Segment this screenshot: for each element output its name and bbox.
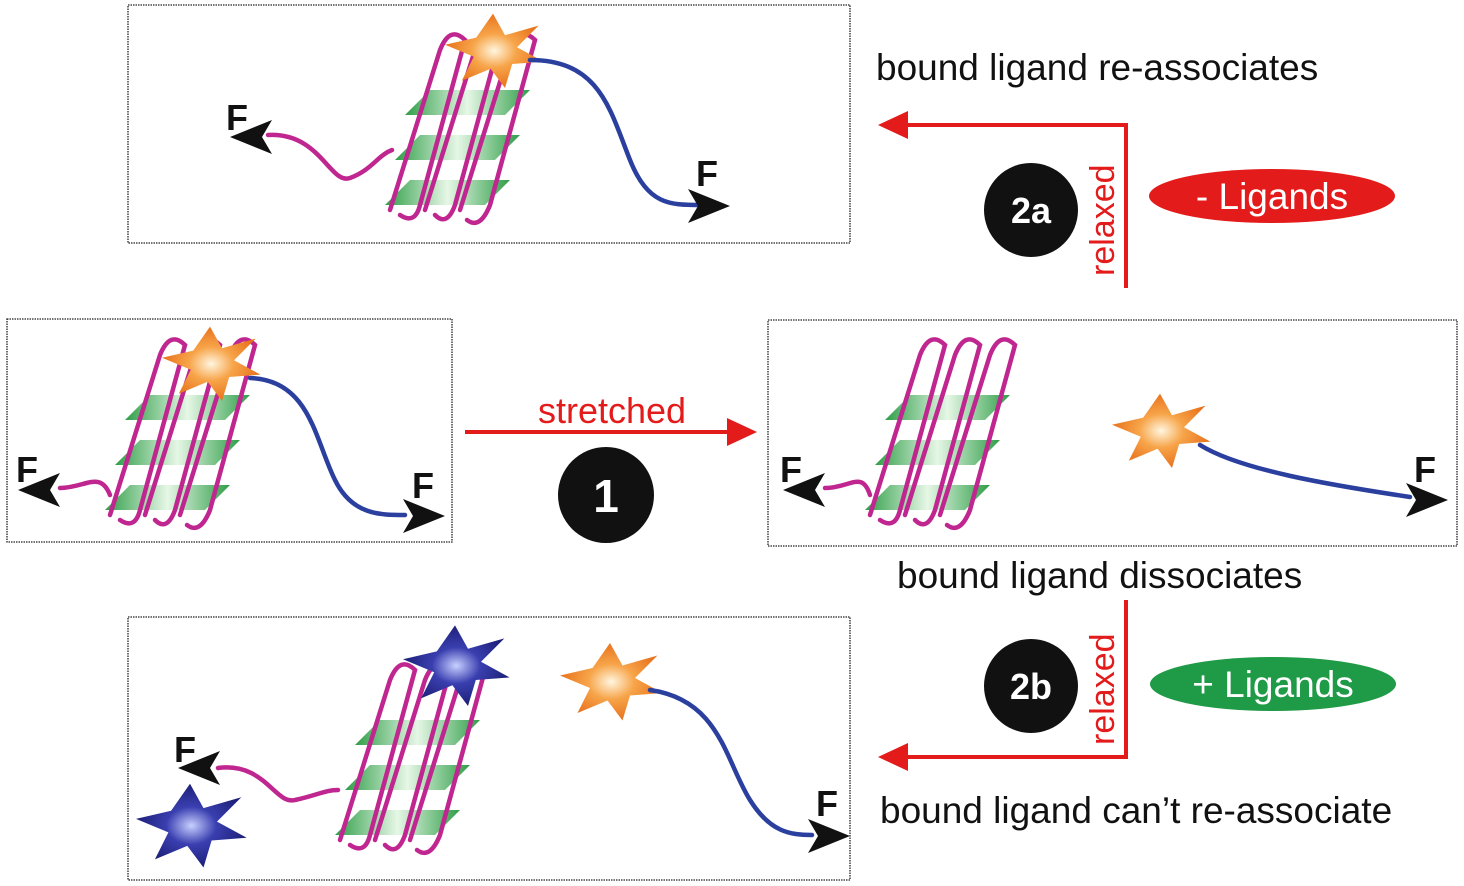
caption-reassociates: bound ligand re-associates [876, 47, 1318, 88]
svg-text:2b: 2b [1010, 666, 1052, 707]
panel-frame [6, 318, 453, 543]
force-arrow-right-icon [808, 819, 850, 853]
panel-frame [127, 616, 851, 881]
strand-3prime [527, 57, 703, 208]
strand-3prime [647, 687, 815, 838]
step-2b-badge: 2b [984, 639, 1078, 733]
strand-5prime [57, 479, 113, 498]
relaxed-label: relaxed [1084, 164, 1122, 276]
step-1-badge: 1 [558, 447, 654, 543]
force-label: F [780, 449, 802, 490]
force-label: F [226, 97, 248, 138]
arrowhead-icon [878, 743, 908, 771]
strand-5prime [215, 765, 341, 803]
panel-ligand-blocked: F F [127, 616, 851, 881]
stretched-label: stretched [538, 390, 686, 431]
panel-initial-bound: F F [6, 318, 453, 543]
free-ligand [136, 783, 247, 868]
force-label: F [412, 465, 434, 506]
stretched-arrow-1: stretched [465, 390, 757, 446]
strand-3prime [1197, 442, 1413, 500]
force-label: F [816, 783, 838, 824]
strand-5prime [822, 479, 873, 498]
relaxed-arrow-2a: relaxed [878, 111, 1128, 288]
released-ligand [560, 643, 663, 721]
panel-frame [127, 4, 851, 244]
force-label: F [174, 729, 196, 770]
svg-text:+ Ligands: + Ligands [1192, 664, 1354, 705]
svg-text:- Ligands: - Ligands [1196, 176, 1348, 217]
panel-ligand-reassociated: F F [127, 4, 851, 244]
strand-5prime [265, 132, 395, 181]
plus-ligands-badge: + Ligands [1150, 657, 1396, 711]
caption-cant-reassociate: bound ligand can’t re-associate [880, 790, 1392, 831]
step-2a-badge: 2a [984, 163, 1078, 257]
g-quadruplex [865, 339, 1015, 527]
arrowhead-icon [727, 418, 757, 446]
strand-3prime [247, 375, 408, 518]
relaxed-label: relaxed [1084, 633, 1122, 745]
bound-ligand [445, 13, 544, 88]
svg-text:1: 1 [593, 470, 619, 522]
force-label: F [1414, 449, 1436, 490]
svg-text:2a: 2a [1011, 190, 1052, 231]
force-label: F [16, 449, 38, 490]
caption-dissociates: bound ligand dissociates [897, 555, 1302, 596]
minus-ligands-badge: - Ligands [1149, 169, 1395, 223]
force-label: F [696, 153, 718, 194]
relaxed-arrow-2b: relaxed [878, 600, 1128, 771]
released-ligand [1112, 393, 1211, 468]
arrowhead-icon [878, 111, 908, 139]
panel-ligand-dissociated: F F [767, 319, 1458, 547]
